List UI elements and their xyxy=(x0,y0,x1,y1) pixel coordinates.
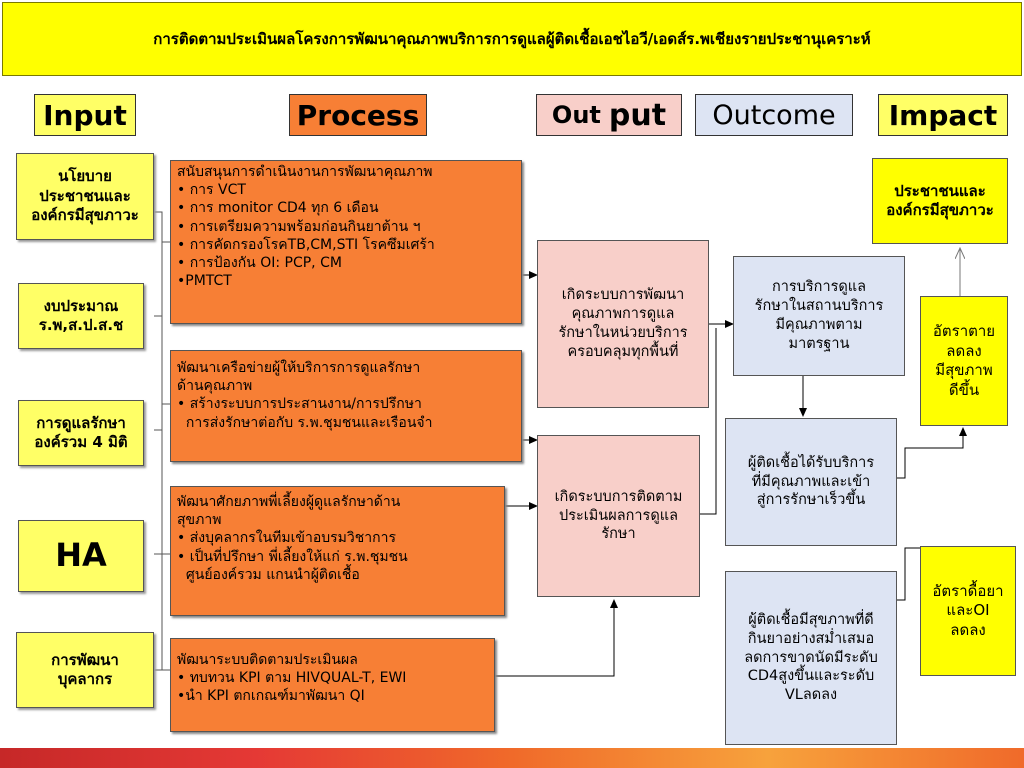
process-line: • การเตรียมความพร้อมก่อนกินยาต้าน ฯ xyxy=(177,218,421,235)
process-line: •นำ KPI ตกเกณฑ์มาพัฒนา QI xyxy=(177,688,365,705)
process-line: • การ VCT xyxy=(177,182,246,199)
impact-drug-resistance-reduction: อัตราดื้อยา และOI ลดลง xyxy=(920,546,1016,676)
process-line: พัฒนาเครือข่ายผู้ให้บริการการดูแลรักษา xyxy=(177,360,421,376)
line-output2-outcome1 xyxy=(700,328,717,515)
process-line: • ทบทวน KPI ตาม HIVQUAL-T, EWI xyxy=(177,670,407,687)
header-output: Out put xyxy=(536,94,682,136)
outcome-standard-service: การบริการดูแล รักษาในสถานบริการ มีคุณภาพ… xyxy=(733,256,905,376)
process-monitoring-system: พัฒนาระบบติดตามประเมินผล • ทบทวน KPI ตาม… xyxy=(170,638,495,732)
header-impact: Impact xyxy=(878,94,1008,136)
input-ha: HA xyxy=(18,520,144,592)
line-outcome3-impact3 xyxy=(897,547,920,601)
process-line: ศูนย์องค์รวม แกนนำผู้ติดเชื้อ xyxy=(177,566,360,583)
input-budget: งบประมาณ ร.พ,ส.ป.ส.ช xyxy=(18,283,144,349)
process-network-development: พัฒนาเครือข่ายผู้ให้บริการการดูแลรักษา ด… xyxy=(170,350,522,462)
process-line: • เป็นที่ปรึกษา พี่เลี้ยงให้แก่ ร.พ.ชุมช… xyxy=(177,548,408,565)
output-quality-system: เกิดระบบการพัฒนา คุณภาพการดูแล รักษาในหน… xyxy=(537,240,709,408)
outcome-quality-access: ผู้ติดเชื้อได้รับบริการ ที่มีคุณภาพและเข… xyxy=(725,418,897,546)
process-line: • สร้างระบบการประสานงาน/การปรึกษา xyxy=(177,396,422,413)
process-line: พัฒนาระบบติดตามประเมินผล xyxy=(177,652,358,668)
process-line: สนับสนุนการดำเนินงานการพัฒนาคุณภาพ xyxy=(177,164,433,180)
process-line: • การป้องกัน OI: PCP, CM xyxy=(177,254,342,271)
impact-mortality-reduction: อัตราตาย ลดลง มีสุขภาพ ดีขึ้น xyxy=(920,296,1008,426)
page-title: การติดตามประเมินผลโครงการพัฒนาคุณภาพบริก… xyxy=(2,2,1022,76)
output-monitoring-system: เกิดระบบการติดตาม ประเมินผลการดูแล รักษา xyxy=(537,435,700,597)
arrow-outcome2-impact2 xyxy=(897,427,967,479)
process-line: •PMTCT xyxy=(177,273,232,290)
process-line: • ส่งบุคลากรในทีมเข้าอบรมวิชาการ xyxy=(177,530,396,547)
process-line: • การ monitor CD4 ทุก 6 เดือน xyxy=(177,200,379,217)
process-line: การส่งรักษาต่อกับ ร.พ.ชุมชนและเรือนจำ xyxy=(177,414,433,431)
process-quality-support: สนับสนุนการดำเนินงานการพัฒนาคุณภาพ • การ… xyxy=(170,160,522,324)
header-output-part-1: Out xyxy=(551,101,601,129)
arrow-process4-output2 xyxy=(495,599,618,677)
process-line: พัฒนาศักยภาพพี่เลี้ยงผู้ดูแลรักษาด้าน xyxy=(177,494,401,510)
header-process: Process xyxy=(289,94,427,136)
outcome-better-health: ผู้ติดเชื้อมีสุขภาพที่ดี กินยาอย่างสม่ำเ… xyxy=(725,571,897,745)
input-staff-development: การพัฒนา บุคลากร xyxy=(16,632,154,708)
process-mentor-development: พัฒนาศักยภาพพี่เลี้ยงผู้ดูแลรักษาด้าน สุ… xyxy=(170,486,505,616)
header-outcome: Outcome xyxy=(695,94,853,136)
impact-healthy-people: ประชาชนและ องค์กรมีสุขภาวะ xyxy=(872,158,1008,244)
decorative-bottom-bar xyxy=(0,748,1024,768)
input-holistic-care: การดูแลรักษา องค์รวม 4 มิติ xyxy=(18,400,144,466)
process-line: ด้านคุณภาพ xyxy=(177,378,253,395)
input-policy: นโยบาย ประชาชนและ องค์กรมีสุขภาวะ xyxy=(16,153,154,240)
header-output-part-2: put xyxy=(608,97,667,133)
process-line: สุขภาพ xyxy=(177,512,222,529)
process-line: • การคัดกรองโรคTB,CM,STI โรคซึมเศร้า xyxy=(177,236,435,253)
header-input: Input xyxy=(34,94,136,136)
